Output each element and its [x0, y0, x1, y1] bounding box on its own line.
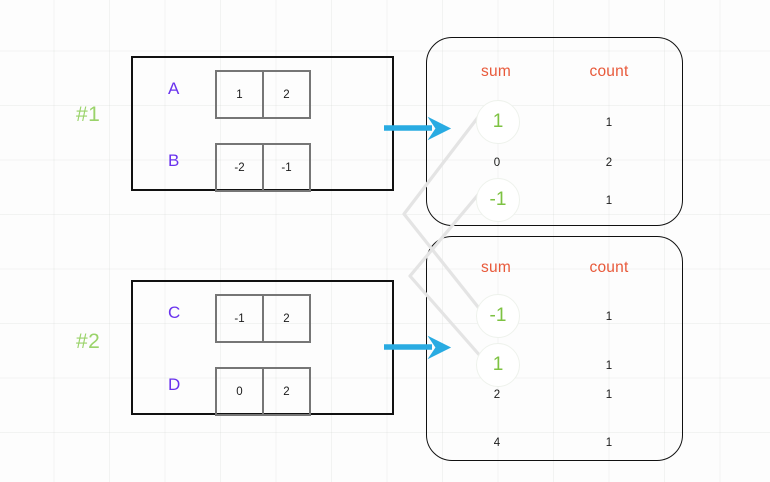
input-panel-2: C -1 2 D 0 2	[131, 280, 394, 416]
result-sum-value: 0	[493, 157, 501, 169]
cell: 2	[262, 367, 311, 416]
result-count-value: 1	[605, 195, 613, 207]
result-sum-value: -1	[476, 294, 520, 338]
result-count-value: 1	[605, 117, 613, 129]
cell: -2	[215, 143, 264, 192]
input-row-label-b: B	[168, 151, 180, 170]
result-count-value: 1	[605, 389, 613, 401]
input-row-a-cells: 1 2	[215, 70, 311, 119]
step-label-2: #2	[76, 330, 101, 353]
result-sum-value: 1	[476, 100, 520, 144]
column-header-sum: sum	[481, 259, 511, 276]
input-row-label-a: A	[168, 79, 180, 98]
result-panel-2: sum count -1 1 1 1 2 1 4 1	[426, 236, 683, 461]
result-sum-value: -1	[476, 178, 520, 222]
column-header-count: count	[589, 259, 629, 276]
result-sum-value: 2	[493, 389, 501, 401]
input-row-label-d: D	[168, 375, 181, 394]
cell: 0	[215, 367, 264, 416]
input-row-b-cells: -2 -1	[215, 143, 311, 192]
result-sum-value: 4	[493, 437, 501, 449]
cell: 2	[262, 294, 311, 343]
input-row-d-cells: 0 2	[215, 367, 311, 416]
result-count-value: 1	[605, 437, 613, 449]
cell: -1	[215, 294, 264, 343]
result-count-value: 1	[605, 311, 613, 323]
cell: 1	[215, 70, 264, 119]
column-header-count: count	[589, 63, 629, 80]
cell: -1	[262, 143, 311, 192]
input-row-label-c: C	[168, 303, 181, 322]
result-sum-value: 1	[476, 343, 520, 387]
result-count-value: 2	[605, 157, 613, 169]
input-row-c-cells: -1 2	[215, 294, 311, 343]
result-count-value: 1	[605, 360, 613, 372]
column-header-sum: sum	[481, 63, 511, 80]
cell: 2	[262, 70, 311, 119]
input-panel-1: A 1 2 B -2 -1	[131, 56, 394, 192]
result-panel-1: sum count 1 1 0 2 -1 1	[426, 37, 683, 226]
step-label-1: #1	[76, 103, 101, 126]
